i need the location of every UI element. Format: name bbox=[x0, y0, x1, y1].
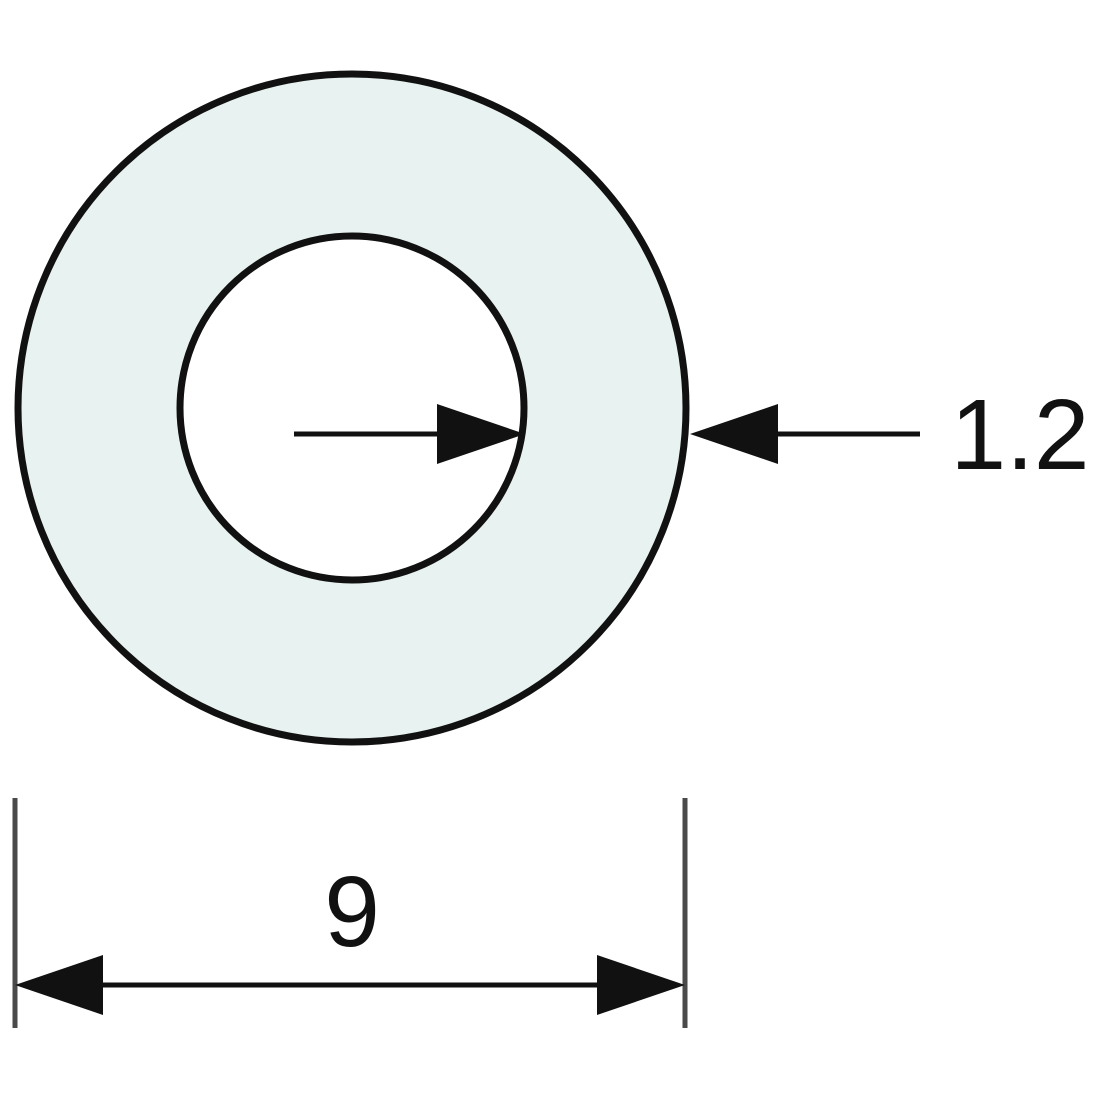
outer-diameter-dimension bbox=[12, 798, 688, 1028]
inner-circle bbox=[176, 232, 528, 584]
inner-radius-arrowhead bbox=[437, 404, 525, 464]
inner-radius-leader bbox=[294, 404, 525, 464]
diameter-arrowhead-right bbox=[597, 955, 685, 1015]
diameter-arrowhead-left bbox=[15, 955, 103, 1015]
wall-thickness-arrowhead bbox=[690, 404, 778, 464]
outer-diameter-dimension-label: 9 bbox=[324, 856, 380, 968]
wall-thickness-dimension-label: 1.2 bbox=[950, 379, 1089, 491]
wall-thickness-leader bbox=[690, 404, 920, 464]
